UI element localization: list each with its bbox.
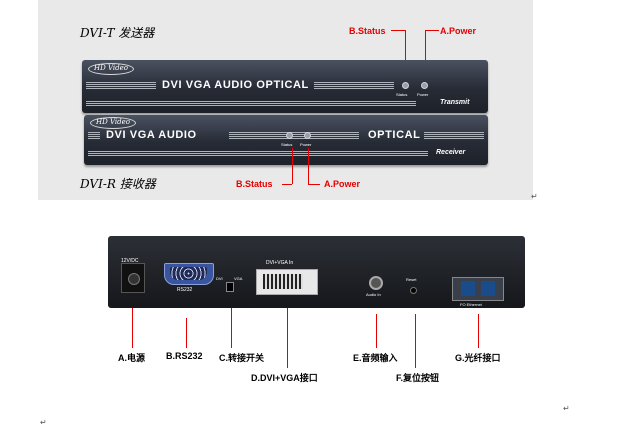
label-g-fiber: G.光纤接口 — [455, 353, 501, 363]
hd-video-logo: HD Video — [88, 63, 134, 75]
leader-line — [415, 314, 416, 368]
label-b-rs232: B.RS232 — [166, 351, 203, 361]
decor-stripes — [88, 132, 100, 139]
decor-stripes — [86, 82, 156, 89]
return-mark: ↵ — [563, 404, 570, 413]
decor-stripes — [86, 101, 416, 106]
receiver-model-right: OPTICAL — [368, 129, 421, 141]
leader-line — [282, 184, 292, 185]
leader-line — [231, 308, 232, 348]
power-led-label: Power — [300, 142, 312, 147]
transmitter-device: HD Video DVI VGA AUDIO OPTICAL Status Po… — [82, 60, 488, 113]
transmit-tag: Transmit — [440, 99, 470, 106]
leader-line — [287, 308, 288, 368]
power-led — [421, 82, 428, 89]
leader-line — [376, 314, 377, 348]
callout-a-power-bottom: A.Power — [324, 179, 361, 189]
fiber-port-icon — [452, 277, 504, 301]
receiver-device: HD Video DVI VGA AUDIO OPTICAL Status Po… — [84, 115, 488, 165]
leader-line — [405, 30, 406, 72]
receiver-model-left: DVI VGA AUDIO — [106, 129, 197, 141]
status-led — [286, 132, 293, 139]
dvi-port-icon — [256, 269, 318, 295]
audio-in-label: Audio In — [366, 292, 381, 297]
decor-stripes — [314, 82, 394, 89]
leader-line — [292, 148, 293, 184]
leader-line — [308, 148, 309, 184]
leader-line — [186, 318, 187, 348]
callout-b-status-bottom: B.Status — [236, 179, 273, 189]
dvi-switch-label: DVI — [216, 276, 223, 281]
receiver-tag: Receiver — [436, 149, 466, 156]
vga-switch-label: VGA — [234, 276, 243, 281]
label-f-reset: F.复位按钮 — [396, 373, 440, 383]
leader-line — [308, 184, 320, 185]
return-mark: ↵ — [531, 192, 538, 201]
decor-stripes — [424, 132, 484, 139]
audio-jack-icon — [369, 276, 383, 290]
decor-stripes — [229, 132, 359, 139]
rs232-label: RS232 — [177, 287, 193, 293]
label-a-power-supply: A.电源 — [118, 353, 146, 363]
power-jack-icon — [121, 263, 145, 293]
leader-line — [478, 314, 479, 348]
transmitter-title: DVI-T 发送器 — [80, 26, 155, 40]
switch-icon — [226, 282, 234, 292]
status-led-label: Status — [281, 142, 293, 147]
fiber-label: FO Ethernet — [460, 302, 482, 307]
reset-button-icon — [410, 287, 417, 294]
return-mark: ↵ — [40, 418, 47, 427]
label-d-dvi-vga: D.DVI+VGA接口 — [251, 373, 318, 383]
label-c-switch: C.转接开关 — [219, 353, 265, 363]
transmitter-model: DVI VGA AUDIO OPTICAL — [162, 79, 309, 91]
callout-a-power-top: A.Power — [440, 26, 477, 36]
leader-line — [391, 30, 405, 31]
dvi-vga-in-label: DVI+VGA In — [266, 260, 294, 266]
status-led-label: Status — [396, 92, 408, 97]
status-led — [402, 82, 409, 89]
receiver-title: DVI-R 接收器 — [80, 177, 156, 191]
leader-line — [132, 308, 133, 348]
hd-video-logo: HD Video — [90, 117, 136, 129]
power-led — [304, 132, 311, 139]
power-led-label: Power — [417, 92, 429, 97]
decor-stripes — [88, 151, 428, 156]
leader-line — [425, 30, 426, 72]
leader-line — [425, 30, 439, 31]
rear-panel-device: 12V/DC RS232 DVI VGA DVI+VGA In Audio In… — [108, 236, 525, 308]
reset-label: Reset — [406, 277, 417, 282]
label-e-audio-in: E.音频输入 — [353, 353, 398, 363]
rs232-port-icon — [164, 263, 214, 285]
callout-b-status-top: B.Status — [349, 26, 386, 36]
power-label: 12V/DC — [121, 258, 139, 264]
